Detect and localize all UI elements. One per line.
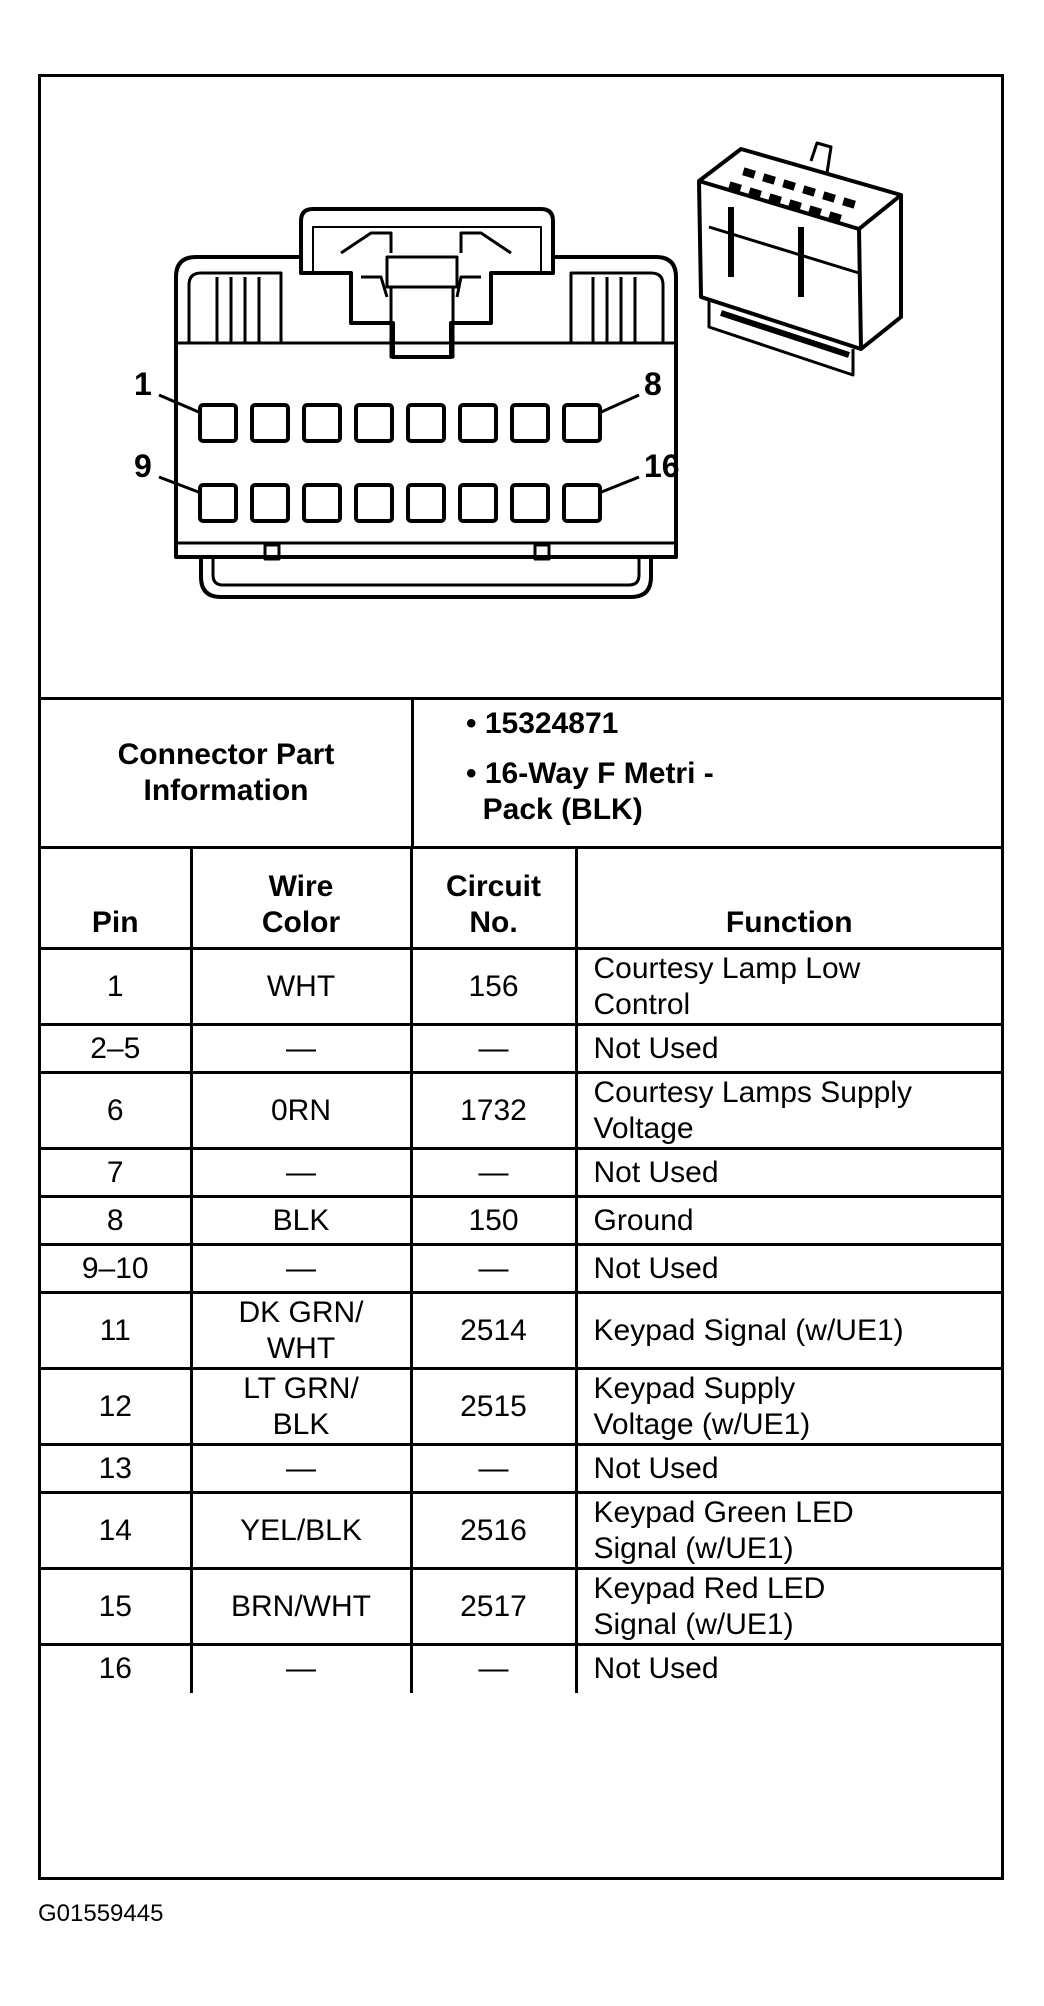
- connector-type-cont: Pack (BLK): [466, 793, 643, 826]
- cavity-row-1: [198, 403, 602, 443]
- wire-color-cell: —: [189, 1443, 413, 1494]
- part-info-values: • 15324871 • 16-Way F Metri - Pack (BLK): [414, 700, 1001, 846]
- figure-id: G01559445: [38, 1900, 164, 1927]
- circuit-no-cell: 2517: [409, 1567, 578, 1646]
- circuit-no-cell: 156: [409, 947, 578, 1026]
- connector-body: [174, 255, 678, 559]
- table-row: 16——Not Used: [41, 1643, 1001, 1693]
- pin-table-header: Pin Wire Color Circuit No. Function: [41, 846, 1001, 950]
- connector-part-information: Connector Part Information • 15324871 • …: [41, 700, 1001, 849]
- function-cell: Courtesy Lamps Supply Voltage: [574, 1071, 1001, 1150]
- function-cell: Not Used: [574, 1243, 1001, 1294]
- wire-color-cell: 0RN: [189, 1071, 413, 1150]
- function-cell: Courtesy Lamp Low Control: [574, 947, 1001, 1026]
- wire-color-cell: —: [189, 1243, 413, 1294]
- wire-color-cell: BLK: [189, 1195, 413, 1246]
- pin-cell: 8: [41, 1195, 193, 1246]
- circuit-no-cell: —: [409, 1243, 578, 1294]
- part-info-label: Connector Part Information: [41, 700, 414, 846]
- connector-bottom-lip: [199, 557, 653, 599]
- function-cell: Keypad Signal (w/UE1): [574, 1291, 1001, 1370]
- connector-latch: [299, 207, 555, 273]
- connector-isometric-view: [697, 141, 903, 377]
- cavity-row-2: [198, 483, 602, 523]
- pin-cell: 15: [41, 1567, 193, 1646]
- circuit-no-cell: —: [409, 1023, 578, 1074]
- connector-face-drawing: 1 8 9 16: [134, 141, 903, 599]
- circuit-no-cell: 2516: [409, 1491, 578, 1570]
- wire-color-cell: LT GRN/ BLK: [189, 1367, 413, 1446]
- pin-label-16: 16: [644, 448, 680, 484]
- wire-color-cell: WHT: [189, 947, 413, 1026]
- pin-cell: 6: [41, 1071, 193, 1150]
- pin-cell: 13: [41, 1443, 193, 1494]
- header-wire-color: Wire Color: [189, 846, 413, 950]
- pin-cell: 2–5: [41, 1023, 193, 1074]
- pin-label-9: 9: [134, 448, 152, 484]
- function-cell: Keypad Green LED Signal (w/UE1): [574, 1491, 1001, 1570]
- function-cell: Not Used: [574, 1643, 1001, 1693]
- pin-cell: 14: [41, 1491, 193, 1570]
- table-row: 2–5——Not Used: [41, 1023, 1001, 1074]
- header-function: Function: [574, 846, 1001, 950]
- wire-color-cell: DK GRN/ WHT: [189, 1291, 413, 1370]
- pin-label-1: 1: [134, 366, 152, 402]
- pin-cell: 9–10: [41, 1243, 193, 1294]
- connector-diagram: 1 8 9 16: [41, 77, 1001, 700]
- wire-color-cell: —: [189, 1147, 413, 1198]
- connector-type: • 16-Way F Metri -: [466, 757, 714, 790]
- pin-cell: 7: [41, 1147, 193, 1198]
- circuit-no-cell: 2514: [409, 1291, 578, 1370]
- connector-figure: 1 8 9 16: [38, 74, 1004, 1880]
- wire-color-cell: —: [189, 1643, 413, 1693]
- header-pin: Pin: [41, 846, 193, 950]
- wire-color-cell: —: [189, 1023, 413, 1074]
- header-circuit-no: Circuit No.: [409, 846, 578, 950]
- function-cell: Ground: [574, 1195, 1001, 1246]
- pin-label-8: 8: [644, 366, 662, 402]
- part-number: • 15324871: [466, 707, 619, 740]
- table-row: 9–10——Not Used: [41, 1243, 1001, 1294]
- circuit-no-cell: —: [409, 1643, 578, 1693]
- wire-color-cell: BRN/WHT: [189, 1567, 413, 1646]
- circuit-no-cell: 1732: [409, 1071, 578, 1150]
- function-cell: Keypad Supply Voltage (w/UE1): [574, 1367, 1001, 1446]
- table-row: 13——Not Used: [41, 1443, 1001, 1494]
- pin-cell: 16: [41, 1643, 193, 1693]
- pin-cell: 11: [41, 1291, 193, 1370]
- circuit-no-cell: —: [409, 1443, 578, 1494]
- pin-cell: 12: [41, 1367, 193, 1446]
- function-cell: Keypad Red LED Signal (w/UE1): [574, 1567, 1001, 1646]
- function-cell: Not Used: [574, 1147, 1001, 1198]
- wire-color-cell: YEL/BLK: [189, 1491, 413, 1570]
- circuit-no-cell: 2515: [409, 1367, 578, 1446]
- function-cell: Not Used: [574, 1443, 1001, 1494]
- table-row: 7——Not Used: [41, 1147, 1001, 1198]
- circuit-no-cell: 150: [409, 1195, 578, 1246]
- function-cell: Not Used: [574, 1023, 1001, 1074]
- circuit-no-cell: —: [409, 1147, 578, 1198]
- pin-cell: 1: [41, 947, 193, 1026]
